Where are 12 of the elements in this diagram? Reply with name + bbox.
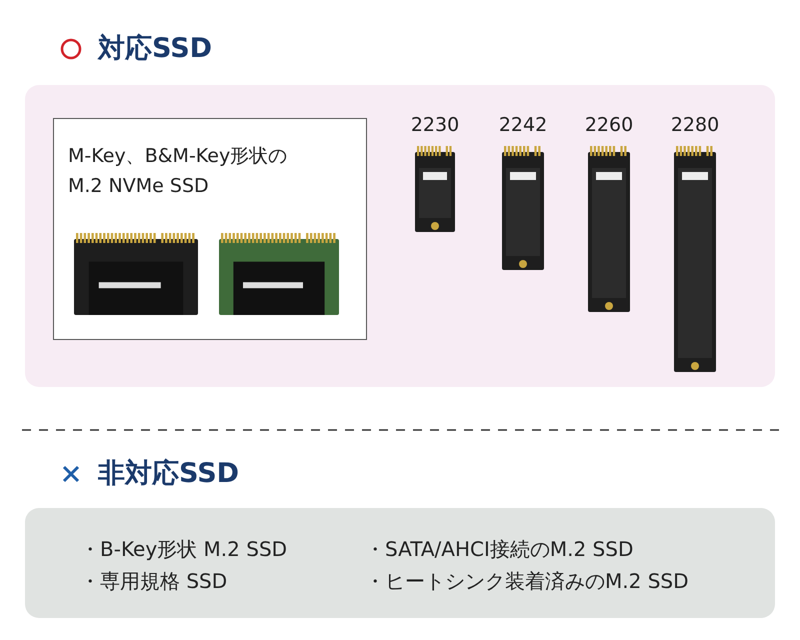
list-item: ・ヒートシンク装着済みのM.2 SSD [365, 568, 688, 595]
size-label: 2242 [498, 114, 548, 136]
size-label: 2280 [670, 114, 720, 136]
section-heading: 対応SSD [98, 32, 212, 66]
list-item: ・専用規格 SSD [80, 568, 228, 595]
size-label: 2230 [410, 114, 460, 136]
list-item: ・B-Key形状 M.2 SSD [80, 536, 288, 563]
size-label: 2260 [584, 114, 634, 136]
product-card [53, 118, 367, 340]
card-text: M-Key、B&M-Key形状の M.2 NVMe SSD [68, 144, 288, 199]
list-item: ・SATA/AHCI接続のM.2 SSD [365, 536, 634, 563]
section-heading: 非対応SSD [98, 457, 240, 491]
